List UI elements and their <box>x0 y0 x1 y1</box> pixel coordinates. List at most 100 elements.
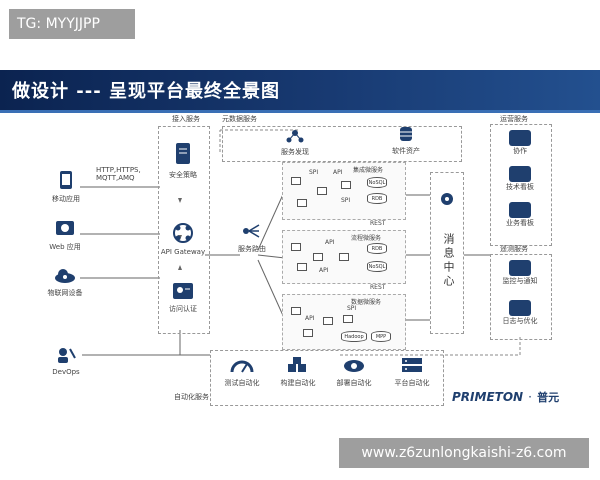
tag-label: TG: MYYJJPP <box>9 9 135 39</box>
integration-microservice: 集成微服务 SPI API NoSQL RDB SPI <box>282 162 406 220</box>
node <box>291 177 301 185</box>
access-auth-label: 访问认证 <box>169 305 197 313</box>
node <box>339 253 349 261</box>
automation-section-label: 自动化服务 <box>174 393 209 401</box>
ops-business-board-label: 业务看板 <box>506 219 534 227</box>
nosql-store: NoSQL <box>367 261 387 272</box>
api-gateway: API Gateway <box>160 222 206 256</box>
client-web: Web 应用 <box>42 220 88 252</box>
primeton-logo: PRIMETON · 普元 <box>452 386 592 404</box>
automation-deploy: 部署自动化 <box>328 356 380 388</box>
integration-label: 集成微服务 <box>353 167 384 174</box>
automation-service-group <box>210 350 444 406</box>
software-assets: 软件资产 <box>384 126 428 156</box>
metadata-section-label: 元数据服务 <box>222 115 257 123</box>
routing-icon <box>243 224 260 238</box>
service-routing: 服务路由 <box>232 222 272 254</box>
automation-deploy-label: 部署自动化 <box>336 379 372 387</box>
server-rack-icon <box>402 358 422 372</box>
handshake-icon <box>509 130 531 146</box>
spi-label-1: SPI <box>309 169 319 176</box>
access-section-label: 接入服务 <box>172 115 200 123</box>
node <box>297 263 307 271</box>
rdb-store: RDB <box>367 243 387 254</box>
rest-label-1: REST <box>370 220 386 227</box>
architecture-diagram: 移动应用 Web 应用 物联网设备 HTTP,HTTPS, MQTT,AMQ 接… <box>0 110 600 410</box>
ops-tech-board: 技术看板 <box>496 166 544 192</box>
api-label-2: API <box>325 239 335 246</box>
service-routing-label: 服务路由 <box>238 245 266 253</box>
node <box>297 199 307 207</box>
devops: DevOps <box>48 346 84 376</box>
ops-collab: 协作 <box>496 130 544 156</box>
cloud-icon <box>55 269 75 283</box>
title-banner <box>0 70 600 113</box>
primeton-logo-cn: 普元 <box>537 391 560 404</box>
node <box>317 187 327 195</box>
client-mobile: 移动应用 <box>46 170 86 204</box>
api-label-4: API <box>305 315 315 322</box>
automation-test: 测试自动化 <box>216 356 268 388</box>
node <box>343 315 353 323</box>
automation-build-label: 构建自动化 <box>280 379 316 387</box>
cubes-icon <box>288 357 306 372</box>
security-policy: 安全策略 <box>163 142 203 180</box>
telemetry-log-label: 日志与优化 <box>502 317 538 325</box>
mpp-store: MPP <box>371 331 391 342</box>
rest-label-2: REST <box>370 284 386 291</box>
id-card-icon <box>173 283 193 299</box>
alert-icon <box>509 260 531 276</box>
database-icon <box>400 127 412 141</box>
client-iot: 物联网设备 <box>40 268 90 298</box>
discovery-icon <box>286 130 304 143</box>
telemetry-service-group <box>490 254 552 340</box>
web-browser-icon <box>56 221 74 235</box>
api-gateway-label: API Gateway <box>160 248 206 256</box>
spi-label-2: SPI <box>341 197 351 204</box>
ops-tech-board-label: 技术看板 <box>506 183 534 191</box>
bitcoin-icon <box>509 202 531 218</box>
telemetry-monitor: 监控与通知 <box>494 260 546 286</box>
primeton-logo-wordmark: PRIMETON <box>452 390 524 404</box>
message-center-label: 消息中心 <box>442 233 455 289</box>
gear-icon <box>509 166 531 182</box>
nosql-store: NoSQL <box>367 177 387 188</box>
process-label: 流程微服务 <box>351 235 382 242</box>
software-assets-label: 软件资产 <box>392 147 420 155</box>
telemetry-log: 日志与优化 <box>494 300 546 326</box>
watermark-url: www.z6zunlongkaishi-z6.com <box>339 438 589 468</box>
hadoop-store: Hadoop <box>341 331 367 342</box>
automation-test-label: 测试自动化 <box>224 379 260 387</box>
document-icon <box>176 143 190 164</box>
telemetry-monitor-label: 监控与通知 <box>502 277 538 285</box>
protocols-label: HTTP,HTTPS, MQTT,AMQ <box>96 166 141 182</box>
cloud-gear-icon <box>344 360 364 372</box>
mobile-phone-icon <box>60 171 72 189</box>
ops-business-board: 业务看板 <box>496 202 544 228</box>
primeton-logo-separator: · <box>528 390 532 404</box>
security-policy-label: 安全策略 <box>169 171 197 179</box>
data-label: 数据微服务 <box>351 299 382 306</box>
client-mobile-label: 移动应用 <box>52 195 80 203</box>
automation-platform-label: 平台自动化 <box>394 379 430 387</box>
node <box>291 243 301 251</box>
connector-lines <box>80 129 521 356</box>
compass-icon <box>441 193 453 205</box>
node <box>313 253 323 261</box>
telemetry-section-label: 遥测服务 <box>500 245 528 253</box>
automation-platform: 平台自动化 <box>384 356 440 388</box>
message-center: 消息中心 <box>430 172 464 334</box>
automation-build: 构建自动化 <box>272 356 324 388</box>
metadata-service-group <box>222 126 462 162</box>
service-discovery: 服务发现 <box>270 128 320 157</box>
client-web-label: Web 应用 <box>49 243 81 251</box>
spi-label-3: SPI <box>347 305 357 312</box>
gateway-icon <box>173 223 193 243</box>
devops-label: DevOps <box>52 368 80 376</box>
api-label-3: API <box>319 267 329 274</box>
node <box>291 307 301 315</box>
client-iot-label: 物联网设备 <box>47 289 83 297</box>
node <box>341 181 351 189</box>
log-chart-icon <box>509 300 531 316</box>
data-microservice: 数据微服务 API SPI Hadoop MPP <box>282 294 406 350</box>
